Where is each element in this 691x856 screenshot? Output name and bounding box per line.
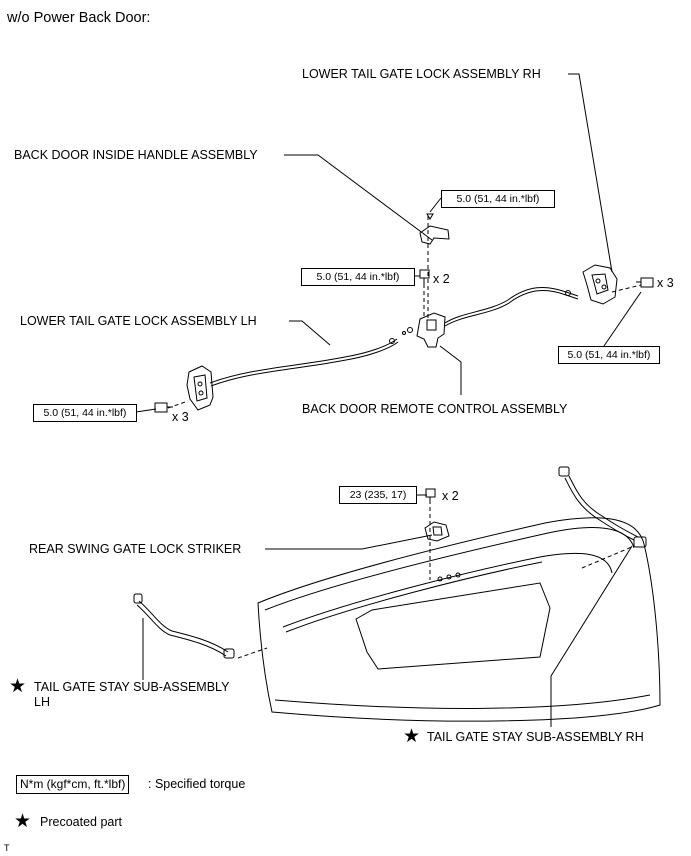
tail-gate-panel bbox=[257, 517, 661, 722]
label-striker: REAR SWING GATE LOCK STRIKER bbox=[29, 542, 242, 556]
striker-body bbox=[424, 521, 450, 542]
label-inside-handle: BACK DOOR INSIDE HANDLE ASSEMBLY bbox=[14, 148, 258, 162]
bolt-icons bbox=[154, 269, 654, 504]
qty-striker: x 2 bbox=[442, 489, 459, 503]
remote-control bbox=[416, 312, 446, 348]
label-stay-lh-2: LH bbox=[34, 695, 50, 709]
label-stay-lh-1: TAIL GATE STAY SUB-ASSEMBLY bbox=[34, 680, 230, 694]
label-lower-lock-rh: LOWER TAIL GATE LOCK ASSEMBLY RH bbox=[302, 67, 541, 81]
leader-stay-rh bbox=[550, 545, 633, 727]
qty-lock-lh: x 3 bbox=[172, 410, 189, 424]
page-heading: w/o Power Back Door: bbox=[7, 10, 151, 26]
cable-rh bbox=[444, 287, 579, 324]
plate-recess bbox=[355, 582, 551, 670]
precoat-star-icon: ★ bbox=[14, 811, 32, 832]
leader-torque-lock-rh bbox=[603, 291, 642, 347]
qty-remote: x 2 bbox=[433, 272, 450, 286]
stay-lh-shape bbox=[133, 593, 235, 659]
stay-rh-shape bbox=[558, 466, 647, 548]
torque-box-lock-lh: 5.0 (51, 44 in.*lbf) bbox=[33, 404, 137, 422]
footer-code: T bbox=[4, 843, 10, 853]
leader-lower-lock-lh bbox=[289, 320, 331, 346]
torque-box-striker: 23 (235, 17) bbox=[339, 486, 417, 504]
label-lower-lock-lh: LOWER TAIL GATE LOCK ASSEMBLY LH bbox=[20, 314, 257, 328]
lower-lock-lh-body bbox=[186, 365, 214, 411]
precoat-star-icon: ★ bbox=[403, 726, 421, 747]
torque-box-remote: 5.0 (51, 44 in.*lbf) bbox=[301, 268, 415, 286]
leader-torque-handle bbox=[429, 197, 442, 213]
inside-handle bbox=[419, 225, 450, 245]
leader-torque-lock-lh bbox=[135, 408, 157, 413]
leader-striker bbox=[265, 534, 433, 550]
legend-torque-text: : Specified torque bbox=[148, 777, 246, 791]
leader-remote-control bbox=[439, 345, 462, 395]
leader-inside-handle bbox=[284, 154, 433, 241]
legend-precoat-text: Precoated part bbox=[40, 815, 122, 829]
lower-lock-rh-body bbox=[582, 264, 618, 305]
precoat-star-icon: ★ bbox=[9, 676, 27, 697]
qty-lock-rh: x 3 bbox=[657, 276, 674, 290]
leader-lower-lock-rh bbox=[568, 73, 613, 273]
torque-box-handle: 5.0 (51, 44 in.*lbf) bbox=[441, 190, 555, 208]
cable-lh bbox=[209, 338, 398, 384]
label-stay-rh: TAIL GATE STAY SUB-ASSEMBLY RH bbox=[427, 730, 644, 744]
torque-box-lock-rh: 5.0 (51, 44 in.*lbf) bbox=[558, 346, 660, 364]
label-remote-control: BACK DOOR REMOTE CONTROL ASSEMBLY bbox=[302, 402, 568, 416]
legend-torque-box: N*m (kgf*cm, ft.*lbf) bbox=[16, 775, 130, 794]
